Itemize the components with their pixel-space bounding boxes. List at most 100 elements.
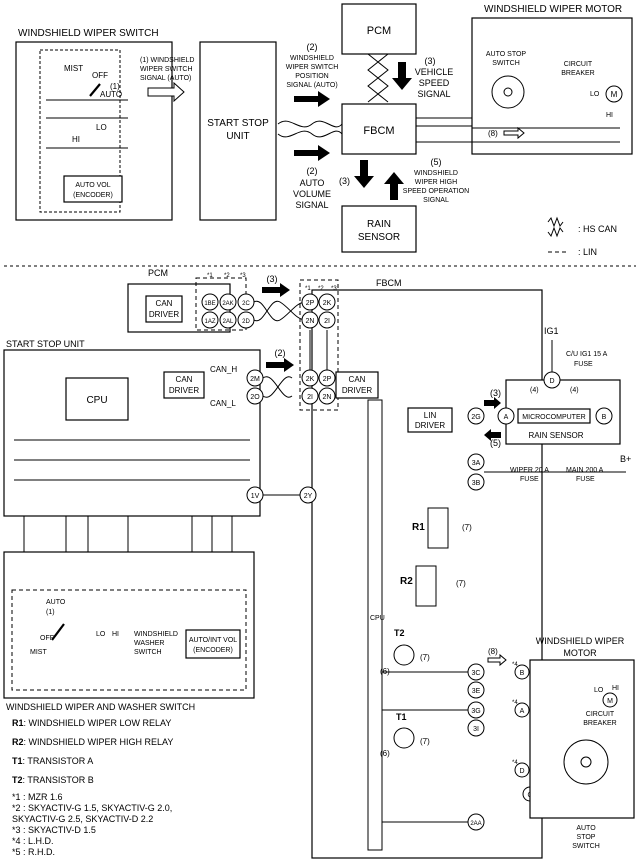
svg-text:(6): (6): [380, 749, 390, 758]
svg-text:AUTO/INT VOL: AUTO/INT VOL: [189, 637, 237, 644]
svg-text:BREAKER: BREAKER: [583, 720, 616, 727]
pcm-pins: 1BE 2AK 2C 1AZ 2AL 2D: [201, 293, 255, 329]
svg-text:2N: 2N: [323, 394, 332, 401]
svg-text:SWITCH: SWITCH: [572, 843, 600, 850]
svg-text:3E: 3E: [472, 688, 481, 695]
svg-text:LO: LO: [594, 687, 604, 694]
svg-text:CAN: CAN: [156, 299, 173, 308]
svg-text:DRIVER: DRIVER: [169, 386, 199, 395]
svg-text:PCM: PCM: [367, 25, 391, 37]
svg-text:*4: *4: [512, 662, 518, 668]
signal-arrow-2b: [294, 145, 330, 161]
svg-text:WASHER: WASHER: [134, 640, 164, 647]
fbcm-can-pins: 2P 2K 2N 2I 2K 2P 2I 2N: [301, 293, 336, 405]
transistor-a-icon: [393, 727, 415, 749]
svg-text:2D: 2D: [242, 319, 250, 325]
svg-text:*5 : R.H.D.: *5 : R.H.D.: [12, 847, 55, 857]
switch-title: WINDSHIELD WIPER AND WASHER SWITCH: [6, 702, 195, 712]
svg-text:WINDSHIELD: WINDSHIELD: [414, 170, 458, 177]
signal-arrow-2a: [294, 91, 330, 107]
top-block-diagram: WINDSHIELD WIPER SWITCH MIST OFF AUTO (1…: [15, 3, 633, 257]
svg-text:2O: 2O: [250, 394, 260, 401]
arrow-ssu-fbcm: [266, 358, 294, 372]
svg-text:(7): (7): [462, 523, 472, 532]
svg-text:(7): (7): [420, 737, 430, 746]
svg-text:*3: *3: [240, 273, 246, 279]
wiper-washer-switch-module: [3, 551, 255, 699]
svg-text:*4: *4: [512, 700, 518, 706]
arrow-fbcm-rain: [354, 160, 374, 188]
svg-text:AUTO VOL: AUTO VOL: [75, 182, 110, 189]
svg-text:WIPER HIGH: WIPER HIGH: [415, 179, 457, 186]
svg-text:*2: *2: [224, 273, 230, 279]
svg-text:(ENCODER): (ENCODER): [73, 192, 113, 199]
svg-text:2K: 2K: [323, 300, 332, 307]
svg-text:2G: 2G: [471, 414, 480, 421]
svg-text:2C: 2C: [242, 301, 250, 307]
svg-text:2AK: 2AK: [222, 301, 233, 307]
arrow-vehicle-speed: [392, 62, 412, 90]
svg-text:(3): (3): [339, 176, 350, 186]
svg-text:STOP: STOP: [577, 834, 596, 841]
svg-text:MAIN 200 A: MAIN 200 A: [566, 467, 604, 474]
svg-text:: LIN: : LIN: [578, 247, 597, 257]
svg-text:RAIN SENSOR: RAIN SENSOR: [528, 431, 583, 440]
svg-text:1BE: 1BE: [204, 301, 215, 307]
svg-text:CAN: CAN: [349, 375, 366, 384]
svg-text:SIGNAL: SIGNAL: [423, 197, 449, 204]
svg-text:T2: TRANSISTOR B: T2: TRANSISTOR B: [12, 775, 94, 785]
svg-text:R1: R1: [412, 522, 425, 533]
svg-text:1AZ: 1AZ: [204, 319, 215, 325]
svg-text:DRIVER: DRIVER: [149, 310, 179, 319]
svg-text:START STOP UNIT: START STOP UNIT: [6, 339, 85, 349]
svg-text:WINDSHIELD: WINDSHIELD: [134, 631, 178, 638]
svg-text:FUSE: FUSE: [574, 361, 593, 368]
svg-text:CPU: CPU: [370, 615, 385, 622]
svg-text:A: A: [504, 414, 509, 421]
svg-text:AUTO: AUTO: [576, 825, 596, 832]
svg-text:*1 : MZR 1.6: *1 : MZR 1.6: [12, 792, 63, 802]
svg-text:*1: *1: [207, 273, 213, 279]
notes: *1 : MZR 1.6 *2 : SKYACTIV-G 1.5, SKYACT…: [12, 792, 172, 857]
svg-text:DRIVER: DRIVER: [415, 421, 445, 430]
svg-text:SIGNAL: SIGNAL: [417, 89, 450, 99]
svg-text:PCM: PCM: [148, 268, 168, 278]
motor-icon: [605, 85, 623, 103]
svg-text:2P: 2P: [306, 300, 315, 307]
svg-text:2K: 2K: [306, 376, 315, 383]
svg-text:WINDSHIELD: WINDSHIELD: [290, 55, 334, 62]
svg-text:FBCM: FBCM: [376, 278, 402, 288]
svg-text:SENSOR: SENSOR: [358, 232, 400, 243]
svg-text:AUTO: AUTO: [46, 599, 66, 606]
svg-text:VOLUME: VOLUME: [293, 189, 331, 199]
svg-text:*3: *3: [331, 286, 337, 292]
svg-text:(1): (1): [46, 609, 55, 616]
svg-text:D: D: [549, 378, 554, 385]
svg-text:SWITCH: SWITCH: [134, 649, 162, 656]
svg-text:T2: T2: [394, 628, 405, 638]
svg-text:D: D: [519, 768, 524, 775]
svg-text:R1: WINDSHIELD WIPER LOW RELAY: R1: WINDSHIELD WIPER LOW RELAY: [12, 718, 171, 728]
svg-text:M: M: [607, 698, 613, 705]
svg-text:B: B: [602, 414, 607, 421]
svg-text:OFF: OFF: [92, 71, 108, 80]
svg-text:3I: 3I: [473, 726, 479, 733]
svg-text:3C: 3C: [472, 670, 481, 677]
svg-text:(5): (5): [431, 157, 442, 167]
svg-text:3A: 3A: [472, 460, 481, 467]
svg-text:AUTO: AUTO: [100, 90, 122, 99]
svg-text:3B: 3B: [472, 480, 481, 487]
svg-text:R2: WINDSHIELD WIPER HIGH RELA: R2: WINDSHIELD WIPER HIGH RELAY: [12, 737, 173, 747]
svg-text:CIRCUIT: CIRCUIT: [564, 61, 593, 68]
wiper-motor-box: [471, 17, 633, 155]
svg-text:(1) WINDSHIELD: (1) WINDSHIELD: [140, 57, 194, 64]
svg-text:LIN: LIN: [424, 411, 437, 420]
svg-text:2AA: 2AA: [470, 821, 481, 827]
svg-text:SPEED: SPEED: [419, 78, 450, 88]
svg-text:MOTOR: MOTOR: [563, 648, 597, 658]
svg-text:CIRCUIT: CIRCUIT: [586, 711, 615, 718]
svg-text:(8): (8): [488, 647, 498, 656]
svg-text:CAN_L: CAN_L: [210, 399, 236, 408]
wiper-switch-title: WINDSHIELD WIPER SWITCH: [18, 28, 159, 39]
